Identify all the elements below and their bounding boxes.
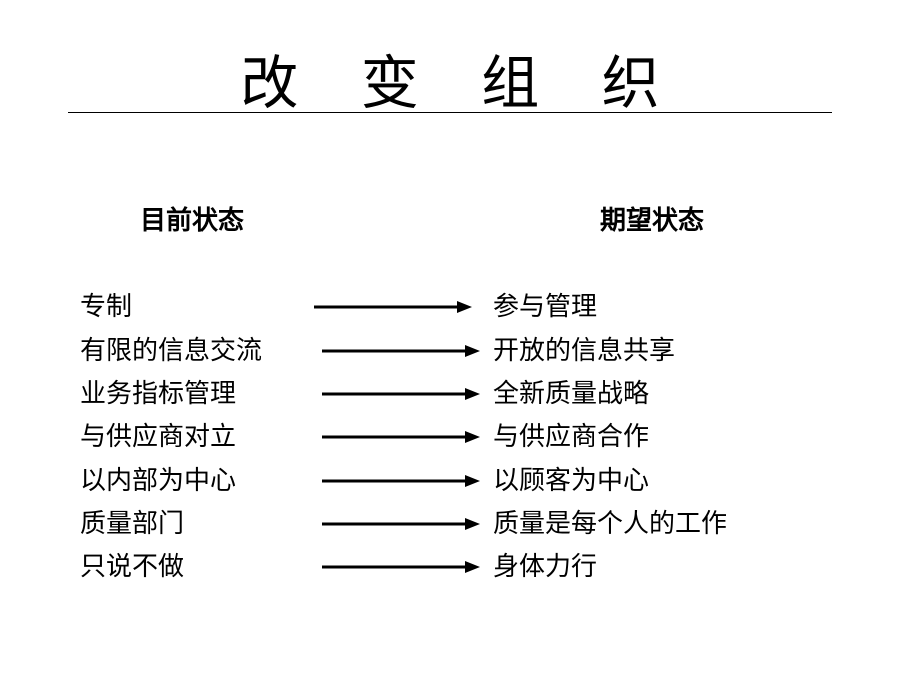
transition-row: 专制 参与管理: [0, 287, 900, 327]
current-state-item: 有限的信息交流: [80, 336, 263, 366]
current-state-item: 业务指标管理: [80, 379, 237, 409]
transition-row: 以内部为中心 以顾客为中心: [0, 461, 900, 501]
transition-row: 与供应商对立 与供应商合作: [0, 417, 900, 457]
transition-row: 业务指标管理 全新质量战略: [0, 374, 900, 414]
desired-state-item: 全新质量战略: [493, 379, 650, 409]
current-state-item: 只说不做: [80, 552, 185, 582]
current-state-item: 以内部为中心: [80, 466, 237, 496]
transition-row: 质量部门 质量是每个人的工作: [0, 504, 900, 544]
current-state-header: 目前状态: [140, 206, 245, 236]
desired-state-item: 开放的信息共享: [493, 336, 676, 366]
right-arrow-icon: [322, 388, 480, 400]
right-arrow-icon: [322, 561, 480, 573]
slide-title: 改 变 组 织: [240, 49, 682, 117]
right-arrow-icon: [322, 431, 480, 443]
current-state-item: 质量部门: [80, 509, 185, 539]
transition-row: 有限的信息交流 开放的信息共享: [0, 331, 900, 371]
current-state-item: 与供应商对立: [80, 422, 237, 452]
right-arrow-icon: [322, 518, 480, 530]
desired-state-item: 身体力行: [493, 552, 598, 582]
title-divider: [68, 112, 832, 113]
desired-state-item: 参与管理: [493, 292, 598, 322]
desired-state-item: 与供应商合作: [493, 422, 650, 452]
current-state-item: 专制: [80, 292, 133, 322]
desired-state-item: 以顾客为中心: [493, 466, 650, 496]
desired-state-item: 质量是每个人的工作: [493, 509, 728, 539]
right-arrow-icon: [314, 301, 472, 313]
transition-row: 只说不做 身体力行: [0, 547, 900, 587]
desired-state-header: 期望状态: [600, 206, 705, 236]
right-arrow-icon: [322, 345, 480, 357]
right-arrow-icon: [322, 475, 480, 487]
